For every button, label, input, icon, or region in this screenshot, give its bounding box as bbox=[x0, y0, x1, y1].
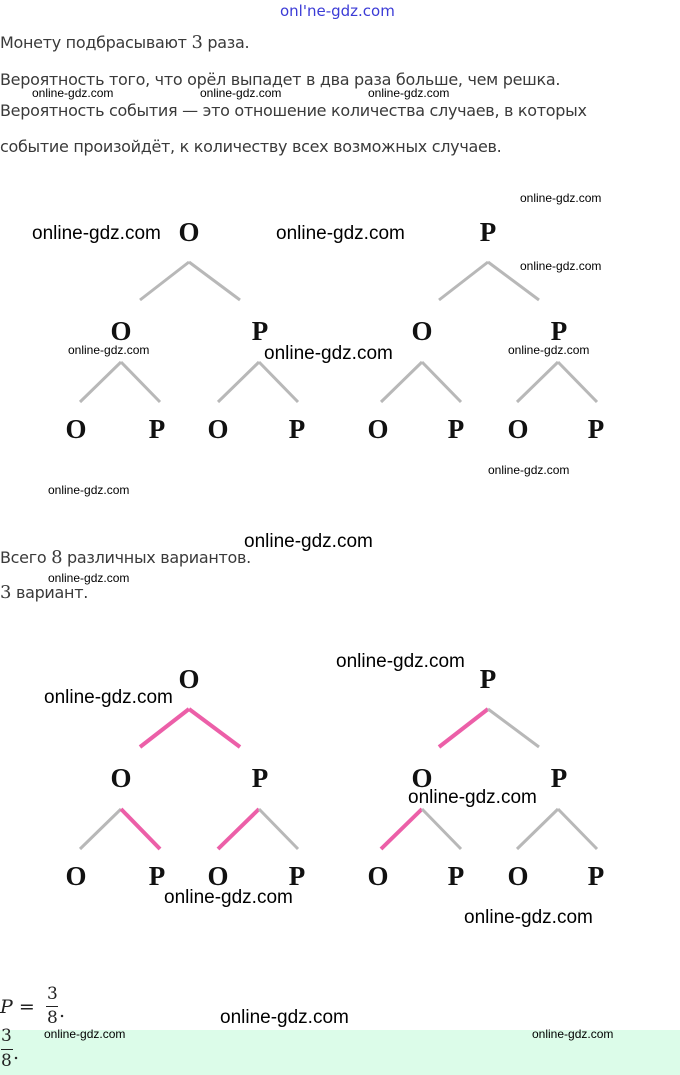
tree-node-level2: P bbox=[551, 316, 568, 346]
tree-edge bbox=[515, 807, 560, 851]
tree-node-leaf: P bbox=[149, 861, 166, 891]
watermark: online-gdz.com bbox=[488, 463, 570, 477]
watermark: online-gdz.com bbox=[264, 343, 393, 364]
watermark: online-gdz.com bbox=[164, 887, 293, 908]
watermark: online-gdz.com bbox=[44, 687, 173, 708]
tree-edge bbox=[188, 260, 241, 302]
tree-node-leaf: O bbox=[207, 414, 228, 444]
highlighted-edge bbox=[138, 707, 191, 749]
highlighted-edge bbox=[119, 807, 162, 851]
tree-node-level2: P bbox=[551, 763, 568, 793]
tree-edge bbox=[78, 360, 123, 404]
favorable-variants: 3 вариант. bbox=[0, 582, 89, 603]
watermark: online-gdz.com bbox=[244, 531, 373, 552]
total-variants: Всего 8 различных вариантов. bbox=[0, 547, 251, 568]
tree-edge bbox=[119, 360, 162, 404]
watermark: online-gdz.com bbox=[48, 571, 130, 585]
tree-node-leaf: P bbox=[588, 861, 605, 891]
problem-statement: Монету подбрасывают 3 раза. bbox=[0, 32, 250, 53]
watermark: online-gdz.com bbox=[368, 86, 450, 100]
definition-line-1: Вероятность события — это отношение коли… bbox=[0, 101, 587, 120]
tree-node-leaf: O bbox=[367, 414, 388, 444]
tree-favorable-outcomes: O O O P P O P P O O P P O P bbox=[65, 664, 605, 891]
tree-node-level2: O bbox=[411, 763, 432, 793]
tree-all-outcomes: O O O P P O P P O O P P O P bbox=[65, 217, 605, 444]
tree-node-leaf: O bbox=[65, 414, 86, 444]
definition-line-2: событие произойдёт, к количеству всех во… bbox=[0, 137, 502, 156]
tree-edge bbox=[556, 807, 599, 851]
tree-node-root: O bbox=[178, 217, 199, 247]
tree-node-leaf: P bbox=[448, 861, 465, 891]
tree-node-level2: O bbox=[110, 763, 131, 793]
watermark: online-gdz.com bbox=[520, 191, 602, 205]
watermark: online-gdz.com bbox=[48, 483, 130, 497]
highlighted-edge bbox=[216, 807, 261, 851]
highlighted-edge bbox=[437, 707, 490, 749]
watermark: online-gdz.com bbox=[408, 787, 537, 808]
task-text: Вероятность того, что орёл выпадет в два… bbox=[0, 70, 561, 89]
tree-node-level2: P bbox=[252, 763, 269, 793]
tree-edge bbox=[515, 360, 560, 404]
tree-node-level2: O bbox=[110, 316, 131, 346]
tree-edge bbox=[438, 260, 489, 302]
highlighted-edge bbox=[379, 807, 424, 851]
tree-node-root: O bbox=[178, 664, 199, 694]
tree-node-leaf: P bbox=[289, 861, 306, 891]
tree-node-leaf: O bbox=[507, 861, 528, 891]
tree-node-leaf: P bbox=[588, 414, 605, 444]
watermark: online-gdz.com bbox=[44, 1027, 126, 1041]
top-watermark: onl'ne-gdz.com bbox=[280, 2, 395, 20]
tree-edge bbox=[420, 807, 463, 851]
tree-node-level2: O bbox=[411, 316, 432, 346]
tree-node-leaf: P bbox=[448, 414, 465, 444]
highlighted-edge bbox=[187, 707, 242, 749]
tree-edge bbox=[487, 707, 540, 749]
tree-node-root: P bbox=[480, 217, 497, 247]
tree-edge bbox=[216, 360, 261, 404]
watermark: online-gdz.com bbox=[32, 86, 114, 100]
watermark: online-gdz.com bbox=[336, 651, 465, 672]
watermark: online-gdz.com bbox=[532, 1027, 614, 1041]
tree-edge bbox=[379, 360, 424, 404]
tree-node-leaf: O bbox=[207, 861, 228, 891]
watermark: online-gdz.com bbox=[32, 223, 161, 244]
watermark: online-gdz.com bbox=[508, 343, 590, 357]
tree-node-leaf: O bbox=[65, 861, 86, 891]
answer-box: 3 8 . bbox=[0, 1026, 680, 1075]
tree-edge bbox=[556, 360, 599, 404]
tree-node-leaf: P bbox=[149, 414, 166, 444]
watermark: online-gdz.com bbox=[200, 86, 282, 100]
tree-node-leaf: P bbox=[289, 414, 306, 444]
tree-edge bbox=[257, 360, 300, 404]
watermark: online-gdz.com bbox=[276, 223, 405, 244]
tree-edge bbox=[78, 807, 123, 851]
watermark: online-gdz.com bbox=[520, 259, 602, 273]
tree-edge bbox=[139, 260, 190, 302]
tree-node-root: P bbox=[480, 664, 497, 694]
tree-edge bbox=[487, 260, 540, 302]
watermark: online-gdz.com bbox=[68, 343, 150, 357]
tree-edge bbox=[420, 360, 463, 404]
tree-node-level2: P bbox=[252, 316, 269, 346]
tree-edge bbox=[257, 807, 300, 851]
watermark: online-gdz.com bbox=[464, 907, 593, 928]
watermark: online-gdz.com bbox=[220, 1007, 349, 1028]
tree-node-leaf: O bbox=[367, 861, 388, 891]
tree-node-leaf: O bbox=[507, 414, 528, 444]
